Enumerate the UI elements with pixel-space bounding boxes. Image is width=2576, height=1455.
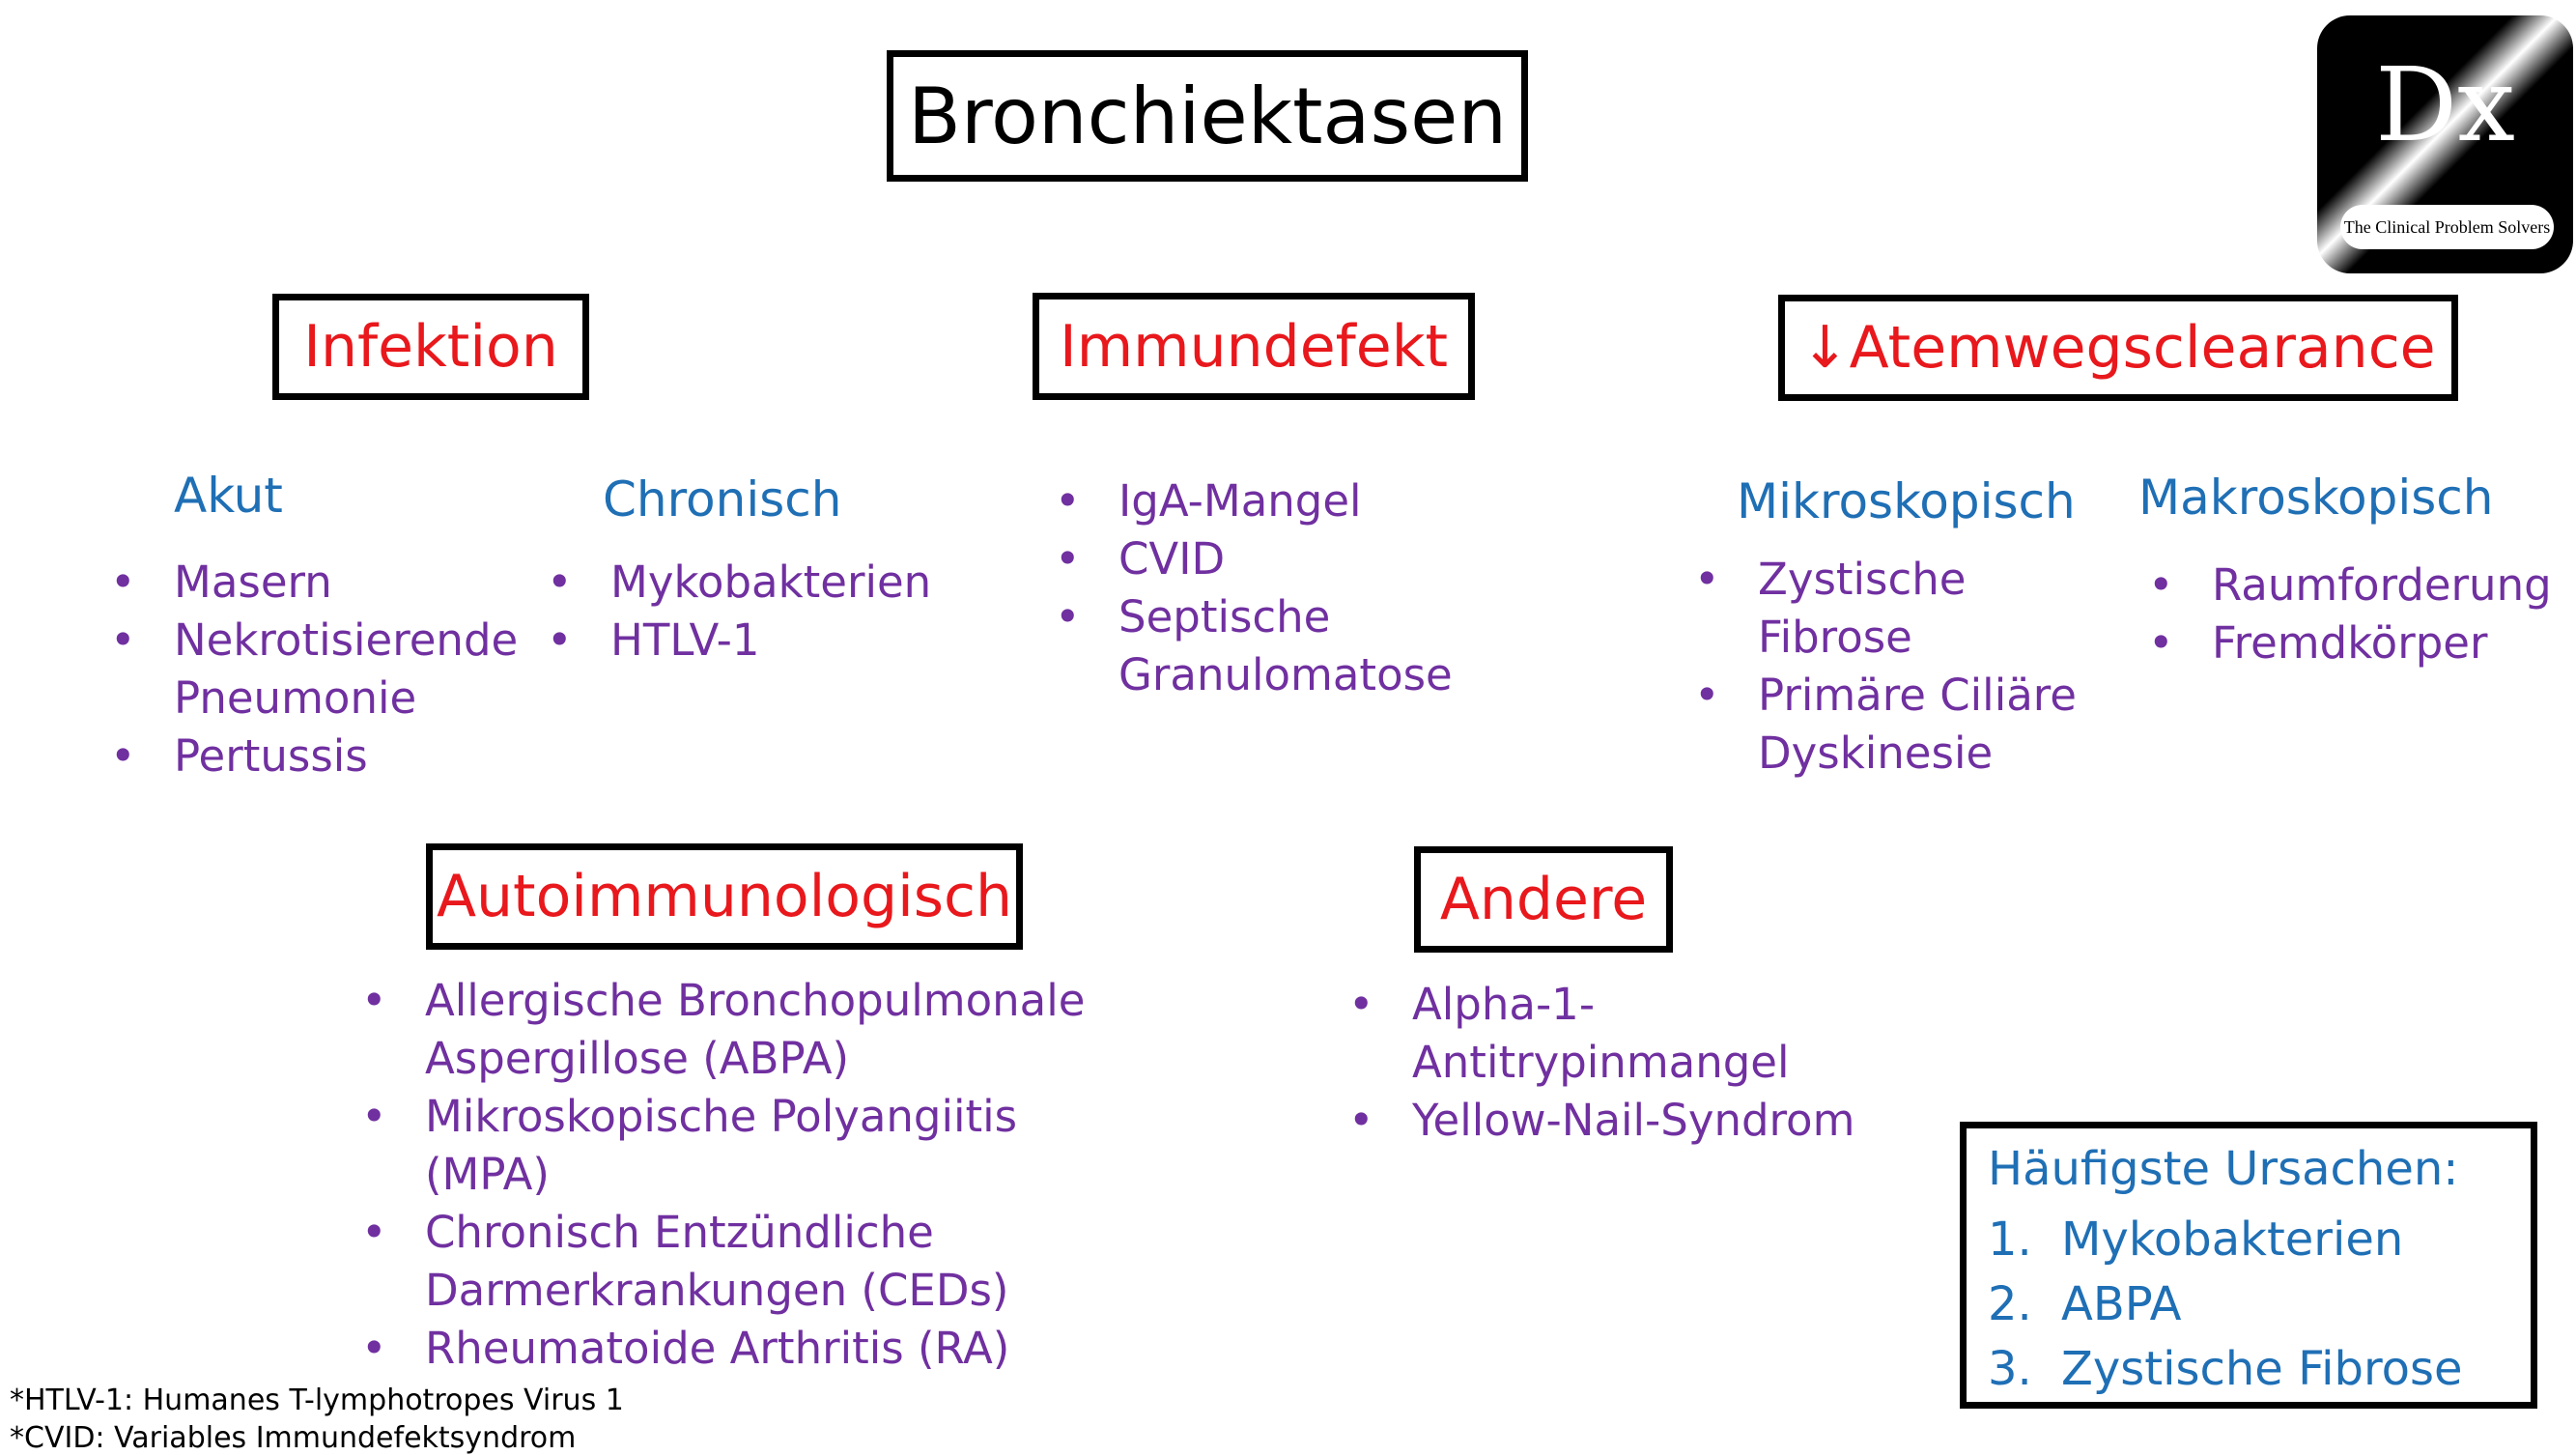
- category-atemwegsclearance-box: ↓Atemwegsclearance: [1778, 295, 2458, 401]
- list-item: Pertussis: [110, 728, 525, 785]
- category-atemwegsclearance-label: ↓Atemwegsclearance: [1800, 314, 2436, 382]
- list-item: Primäre Ciliäre Dyskinesie: [1694, 667, 2109, 783]
- list-item: Allergische Bronchopulmonale Aspergillos…: [361, 972, 1095, 1088]
- list-item: Chronisch Entzündliche Darmerkrankungen …: [361, 1204, 1095, 1320]
- logo-tagline: The Clinical Problem Solvers: [2340, 205, 2554, 249]
- list-number: 2.: [1988, 1277, 2032, 1331]
- category-andere-box: Andere: [1414, 846, 1673, 953]
- category-immundefekt-box: Immundefekt: [1033, 293, 1475, 400]
- list-autoimmunologisch: Allergische Bronchopulmonale Aspergillos…: [361, 972, 1095, 1378]
- list-item: Rheumatoide Arthritis (RA): [361, 1320, 1095, 1378]
- list-text: ABPA: [2061, 1277, 2182, 1331]
- list-item: Yellow-Nail-Syndrom: [1348, 1092, 1967, 1150]
- title-box: Bronchiektasen: [887, 50, 1528, 182]
- category-immundefekt-label: Immundefekt: [1060, 312, 1448, 381]
- list-number: 1.: [1988, 1212, 2032, 1267]
- list-text: Zystische Fibrose: [2061, 1342, 2463, 1396]
- common-causes-title: Häufigste Ursachen:: [1988, 1142, 2459, 1196]
- list-item: CVID: [1055, 530, 1480, 588]
- subheading-chronisch: Chronisch: [603, 471, 842, 528]
- list-text: Mykobakterien: [2061, 1212, 2404, 1267]
- category-autoimmunologisch-label: Autoimmunologisch: [436, 863, 1013, 930]
- footnote-cvid: *CVID: Variables Immundefektsyndrom: [10, 1421, 577, 1455]
- list-item: IgA-Mangel: [1055, 472, 1480, 530]
- category-andere-label: Andere: [1439, 866, 1648, 933]
- list-chronisch: Mykobakterien HTLV-1: [547, 554, 952, 670]
- logo: Dx The Clinical Problem Solvers: [2317, 15, 2573, 273]
- list-item: Masern: [110, 554, 525, 612]
- footnote-htlv: *HTLV-1: Humanes T-lymphotropes Virus 1: [10, 1384, 624, 1417]
- list-item: Nekrotisierende Pneumonie: [110, 612, 525, 728]
- category-infektion-label: Infektion: [303, 313, 558, 381]
- list-number: 3.: [1988, 1342, 2032, 1396]
- category-infektion-box: Infektion: [272, 294, 589, 400]
- common-causes-list: 1. Mykobakterien 2. ABPA 3. Zystische Fibro…: [1988, 1208, 2463, 1402]
- logo-mark: Dx: [2375, 45, 2515, 164]
- subheading-mikroskopisch: Mikroskopisch: [1737, 473, 2076, 529]
- common-causes-box: Häufigste Ursachen: 1. Mykobakterien 2. AB…: [1960, 1122, 2537, 1409]
- list-item: 3. Zystische Fibrose: [1988, 1337, 2463, 1402]
- list-immundefekt: IgA-Mangel CVID Septische Granulomatose: [1055, 472, 1480, 704]
- list-item: 2. ABPA: [1988, 1272, 2463, 1337]
- list-item: Zystische Fibrose: [1694, 551, 2109, 667]
- subheading-makroskopisch: Makroskopisch: [2138, 470, 2494, 526]
- page-title: Bronchiektasen: [907, 71, 1508, 161]
- list-mikroskopisch: Zystische Fibrose Primäre Ciliäre Dyskin…: [1694, 551, 2109, 783]
- list-item: Mykobakterien: [547, 554, 952, 612]
- list-andere: Alpha-1-Antitrypinmangel Yellow-Nail-Syn…: [1348, 976, 1967, 1150]
- list-item: HTLV-1: [547, 612, 952, 670]
- list-akut: Masern Nekrotisierende Pneumonie Pertuss…: [110, 554, 525, 785]
- subheading-akut: Akut: [174, 468, 283, 524]
- list-item: Alpha-1-Antitrypinmangel: [1348, 976, 1967, 1092]
- list-item: 1. Mykobakterien: [1988, 1208, 2463, 1272]
- list-item: Raumforderung: [2148, 556, 2563, 614]
- list-makroskopisch: Raumforderung Fremdkörper: [2148, 556, 2563, 672]
- list-item: Fremdkörper: [2148, 614, 2563, 672]
- list-item: Mikroskopische Polyangiitis (MPA): [361, 1088, 1095, 1204]
- list-item: Septische Granulomatose: [1055, 588, 1480, 704]
- category-autoimmunologisch-box: Autoimmunologisch: [426, 843, 1023, 950]
